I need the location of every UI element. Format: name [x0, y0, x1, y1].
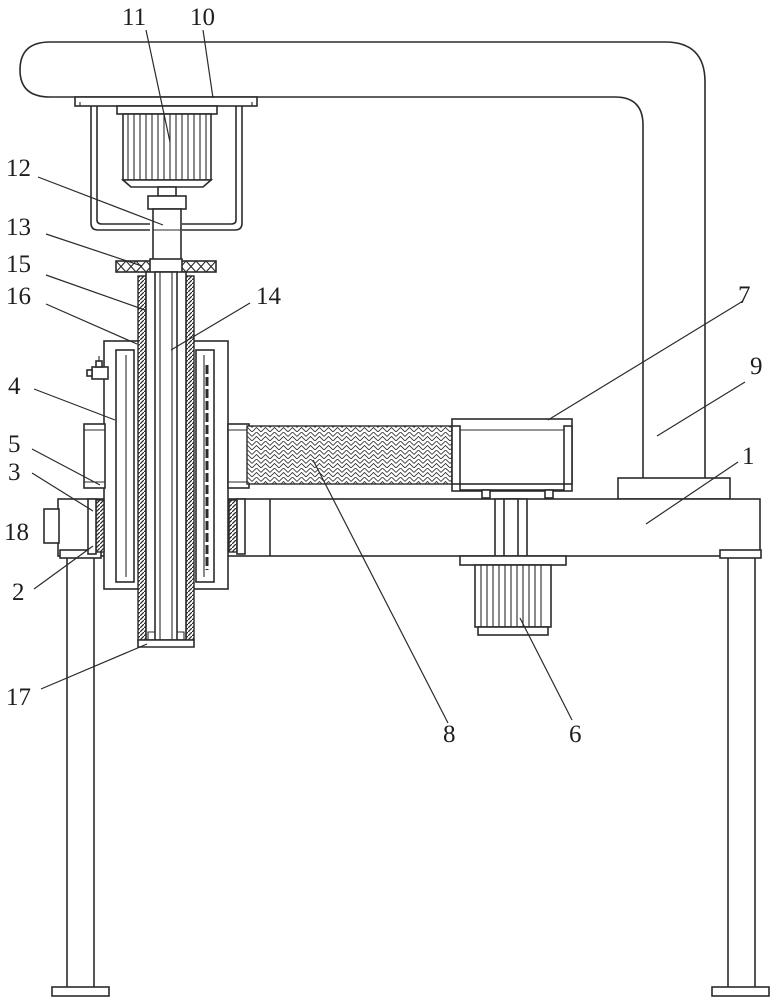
collar	[83, 423, 250, 489]
label-16: 16	[6, 283, 31, 310]
label-9: 9	[750, 353, 763, 380]
leader-lines	[31, 29, 746, 724]
flange-gear	[115, 258, 217, 275]
motor-mount-plate	[74, 96, 258, 107]
upper-motor	[116, 105, 218, 188]
label-4: 4	[8, 373, 21, 400]
label-12: 12	[6, 155, 31, 182]
label-15: 15	[6, 251, 31, 278]
label-8: 8	[443, 721, 456, 748]
label-18: 18	[4, 519, 29, 546]
lower-motor	[459, 498, 567, 636]
side-block	[43, 508, 60, 544]
motor-bracket	[90, 106, 243, 231]
label-17: 17	[6, 684, 31, 711]
label-1: 1	[742, 443, 755, 470]
label-7: 7	[738, 282, 751, 309]
label-13: 13	[6, 214, 31, 241]
drive-pulley	[451, 418, 573, 499]
label-2: 2	[12, 579, 25, 606]
end-cap	[137, 631, 195, 648]
label-14: 14	[256, 283, 282, 310]
label-11: 11	[122, 4, 146, 31]
sleeve	[87, 498, 246, 555]
frame-arm	[19, 41, 731, 500]
conveyor-belt	[246, 425, 458, 485]
right-leg	[711, 549, 770, 997]
label-6: 6	[569, 721, 582, 748]
left-leg	[51, 549, 110, 997]
central-shaft	[154, 271, 178, 641]
label-5: 5	[8, 431, 21, 458]
label-10: 10	[190, 4, 215, 31]
coupling	[147, 186, 187, 262]
label-3: 3	[8, 459, 21, 486]
valve-knob	[86, 356, 109, 380]
